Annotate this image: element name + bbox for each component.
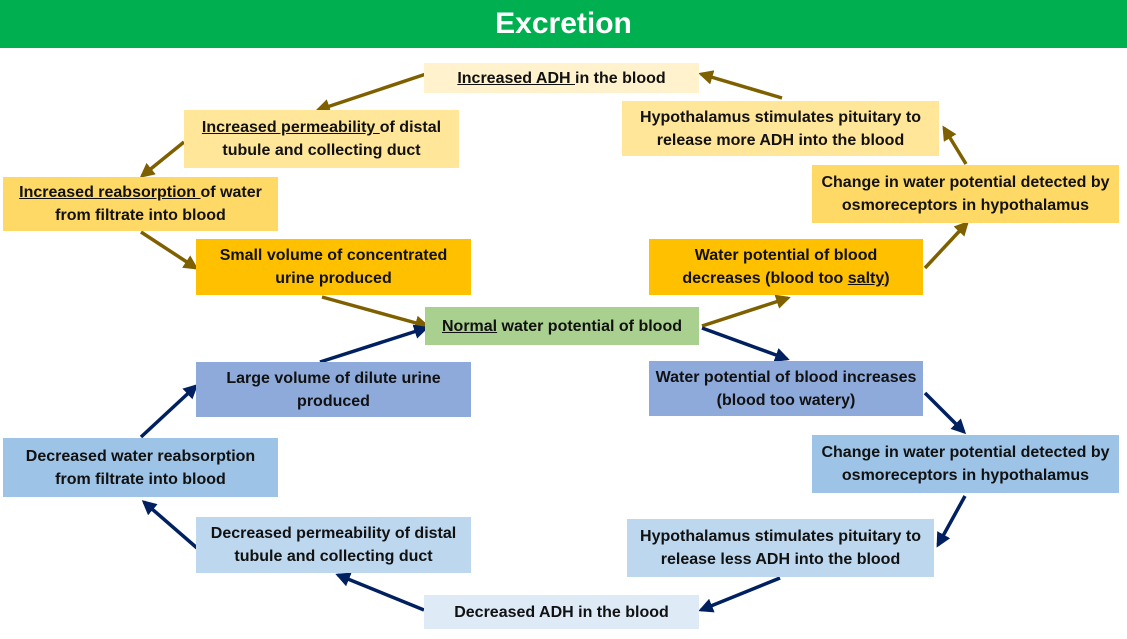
arrow-perm-down-to-reabs-down: [141, 500, 199, 550]
arrow-large-urine-to-normal: [319, 324, 429, 364]
arrow-change-to-hypothalamus-less: [936, 495, 967, 548]
box-text: Decreased permeability of distal tubule …: [202, 522, 465, 568]
arrow-perm-up-to-reabs-up: [139, 140, 186, 178]
increased-permeability-box: Increased permeability of distal tubule …: [184, 110, 459, 168]
decreased-reabsorption-box: Decreased water reabsorption from filtra…: [3, 438, 278, 497]
arrow-reabs-up-to-small-urine: [140, 230, 199, 270]
box-text: Change in water potential detected by os…: [818, 441, 1113, 487]
text-run: of water from filtrate into blood: [55, 184, 262, 224]
decreased-permeability-box: Decreased permeability of distal tubule …: [196, 517, 471, 573]
underlined-text: salty: [847, 270, 885, 287]
underlined-text: Increased ADH: [457, 69, 575, 87]
box-text: Increased reabsorption of water from fil…: [9, 181, 272, 227]
arrow-hypothalamus-to-adh-up: [698, 70, 783, 100]
box-text: Hypothalamus stimulates pituitary to rel…: [633, 525, 928, 571]
normal-water-potential-box: Normal water potential of blood: [425, 307, 699, 345]
box-text: Normal water potential of blood: [442, 315, 682, 338]
text-run: Water potential of blood increases (bloo…: [655, 368, 917, 409]
underlined-text: Normal: [441, 317, 498, 335]
text-run: Decreased ADH in the blood: [454, 603, 669, 621]
change-detected-top-box: Change in water potential detected by os…: [812, 165, 1119, 223]
box-text: Large volume of dilute urine produced: [202, 367, 465, 413]
arrow-change-to-hypothalamus: [942, 125, 968, 165]
box-text: Increased ADH in the blood: [457, 67, 665, 90]
increased-reabsorption-box: Increased reabsorption of water from fil…: [3, 177, 278, 231]
arrow-wp-increases-to-change: [923, 391, 967, 435]
box-text: Increased permeability of distal tubule …: [190, 116, 453, 162]
large-volume-urine-box: Large volume of dilute urine produced: [196, 362, 471, 417]
text-run: in the blood: [575, 69, 666, 87]
wp-increases-box: Water potential of blood increases (bloo…: [649, 361, 923, 416]
text-run: Decreased water reabsorption from filtra…: [25, 447, 256, 488]
diagram-title: Excretion: [495, 7, 632, 40]
text-run: Small volume of concentrated urine produ…: [219, 247, 448, 287]
text-run: Water potential of blood decreases (bloo…: [682, 247, 878, 287]
text-run: Change in water potential detected by os…: [821, 444, 1110, 484]
box-text: Small volume of concentrated urine produ…: [202, 244, 465, 290]
box-text: Decreased water reabsorption from filtra…: [9, 445, 272, 491]
arrow-adh-up-to-perm-up: [315, 72, 427, 114]
text-run: Hypothalamus stimulates pituitary to rel…: [640, 108, 921, 149]
hypothalamus-more-adh-box: Hypothalamus stimulates pituitary to rel…: [622, 101, 939, 156]
text-run: Change in water potential detected by os…: [821, 174, 1110, 214]
decreased-adh-box: Decreased ADH in the blood: [424, 595, 699, 629]
text-run: Hypothalamus stimulates pituitary to rel…: [640, 528, 921, 568]
text-run: of distal tubule and collecting duct: [222, 119, 442, 159]
arrow-adh-down-to-perm-down: [335, 572, 425, 612]
change-detected-bottom-box: Change in water potential detected by os…: [812, 435, 1119, 493]
arrow-wp-decreases-to-change: [923, 220, 970, 270]
arrow-small-urine-to-normal: [321, 295, 430, 330]
arrow-reabs-down-to-large-urine: [139, 384, 199, 439]
box-text: Water potential of blood decreases (bloo…: [655, 244, 917, 290]
box-text: Hypothalamus stimulates pituitary to rel…: [628, 106, 933, 152]
underlined-text: Increased reabsorption: [19, 184, 201, 201]
text-run: ): [884, 270, 890, 287]
arrow-normal-to-wp-increases: [701, 326, 790, 362]
hypothalamus-less-adh-box: Hypothalamus stimulates pituitary to rel…: [627, 519, 934, 577]
text-run: Large volume of dilute urine produced: [226, 369, 441, 410]
text-run: Decreased permeability of distal tubule …: [210, 525, 457, 565]
diagram-title-banner: Excretion: [0, 0, 1127, 48]
small-volume-urine-box: Small volume of concentrated urine produ…: [196, 239, 471, 295]
underlined-text: Increased permeability: [201, 119, 380, 136]
arrow-normal-to-wp-decreases: [701, 294, 791, 328]
wp-decreases-box: Water potential of blood decreases (bloo…: [649, 239, 923, 295]
box-text: Water potential of blood increases (bloo…: [655, 366, 917, 412]
box-text: Decreased ADH in the blood: [454, 601, 669, 624]
text-run: water potential of blood: [497, 317, 682, 335]
increased-adh-box: Increased ADH in the blood: [424, 63, 699, 93]
arrow-hypothalamus-less-to-adh-down: [698, 576, 781, 613]
box-text: Change in water potential detected by os…: [818, 171, 1113, 217]
